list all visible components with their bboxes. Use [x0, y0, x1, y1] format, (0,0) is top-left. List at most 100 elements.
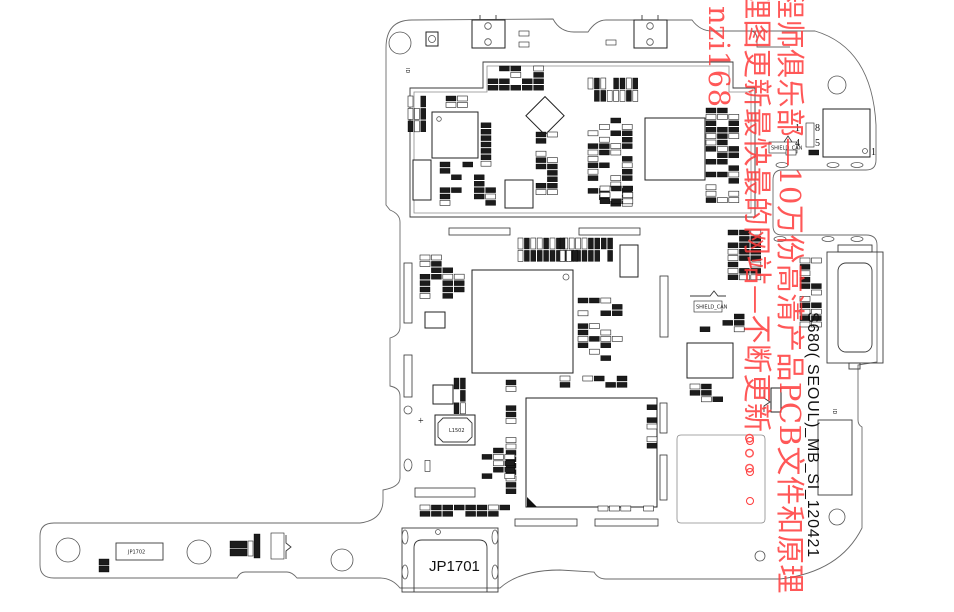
silk-bar [578, 227, 641, 236]
smd-component [535, 138, 547, 144]
smd-component [612, 304, 623, 310]
speaker-tab-bottom [848, 362, 861, 370]
smd-component [799, 321, 811, 328]
smd-component [622, 156, 633, 162]
mounting-hole [754, 550, 766, 562]
smd-component [799, 308, 811, 315]
inductor-core [437, 417, 473, 443]
smd-component [577, 297, 589, 304]
board-outline [39, 18, 878, 589]
silk-bar [659, 402, 668, 434]
shield-can-marker [690, 290, 726, 297]
smd-component [599, 198, 611, 205]
smd-component [739, 229, 750, 236]
oval-pad [775, 162, 789, 168]
smd-component [442, 511, 453, 517]
smd-component [712, 396, 723, 402]
smd-component [535, 131, 547, 138]
smd-component [587, 168, 599, 175]
smd-component [510, 65, 521, 72]
mounting-hole [186, 539, 212, 565]
ic-chip-processor [471, 269, 574, 374]
smd-component [499, 65, 510, 72]
smd-component [493, 460, 504, 467]
smd-component [600, 297, 612, 304]
smd-component [609, 505, 620, 512]
smd-component [785, 149, 797, 156]
pin-label-5: 5 [815, 138, 820, 149]
smd-component [419, 511, 431, 517]
smd-component [799, 270, 811, 277]
smd-component [504, 467, 515, 473]
smd-component [442, 286, 453, 293]
smd-component [811, 308, 822, 315]
smd-component [728, 146, 739, 152]
inductor-label: L1502 [449, 428, 465, 434]
smd-component [424, 460, 431, 472]
connector-hole [646, 22, 654, 30]
smd-component [646, 436, 658, 443]
smd-component [522, 84, 533, 91]
smd-component [626, 90, 632, 102]
smd-component [750, 236, 761, 242]
module-jp [686, 342, 734, 379]
smd-component [646, 417, 658, 423]
pin-label-1: 1 [795, 123, 800, 134]
smd-component [739, 248, 750, 255]
smd-component [575, 237, 581, 250]
smd-component [750, 274, 762, 281]
smd-component [589, 336, 600, 342]
smd-component [600, 329, 612, 336]
smd-component [728, 197, 740, 203]
smd-component [504, 473, 516, 479]
board-inner-notch [749, 30, 790, 48]
smd-component [616, 382, 628, 388]
smd-component [705, 114, 717, 120]
smd-component [419, 261, 431, 267]
smd-component [533, 84, 544, 91]
connector-slot [401, 529, 409, 545]
smd-component [587, 175, 599, 181]
smd-component [643, 505, 654, 512]
smd-component [559, 375, 571, 382]
ic-chip-regulator [432, 384, 454, 405]
smd-component [524, 250, 530, 262]
smd-component [577, 329, 589, 336]
ic-chip-top-right [644, 117, 706, 181]
smd-component [587, 130, 599, 137]
smd-component [476, 511, 488, 517]
smd-component [601, 237, 607, 250]
smd-component [622, 130, 633, 137]
smd-component [454, 286, 465, 293]
smd-component [419, 286, 431, 293]
smd-component [517, 250, 524, 262]
smd-component [705, 184, 717, 191]
smd-component [610, 143, 622, 149]
smd-component [505, 405, 517, 411]
smd-component [750, 229, 762, 236]
smd-component [451, 187, 462, 193]
smd-component [407, 120, 414, 133]
smd-component [505, 443, 517, 450]
smd-component [480, 148, 492, 154]
smd-component [559, 382, 571, 388]
shield-frame-top-inner [413, 65, 752, 214]
smd-component [453, 377, 460, 390]
smd-component [577, 336, 589, 342]
smd-component [530, 237, 537, 250]
smd-component [799, 283, 811, 289]
smd-component [622, 168, 633, 175]
smd-component [599, 143, 610, 149]
ic-chip-small [504, 179, 534, 209]
smd-component [535, 189, 547, 195]
pin-label-8: 8 [815, 123, 820, 134]
smd-component [646, 404, 658, 410]
smd-component [727, 274, 739, 280]
smd-component [407, 95, 414, 108]
smd-component [457, 95, 468, 102]
smd-component [439, 161, 451, 168]
smd-component [599, 124, 610, 130]
smd-component [622, 185, 633, 192]
smd-component [733, 326, 745, 333]
smd-component [799, 257, 811, 264]
